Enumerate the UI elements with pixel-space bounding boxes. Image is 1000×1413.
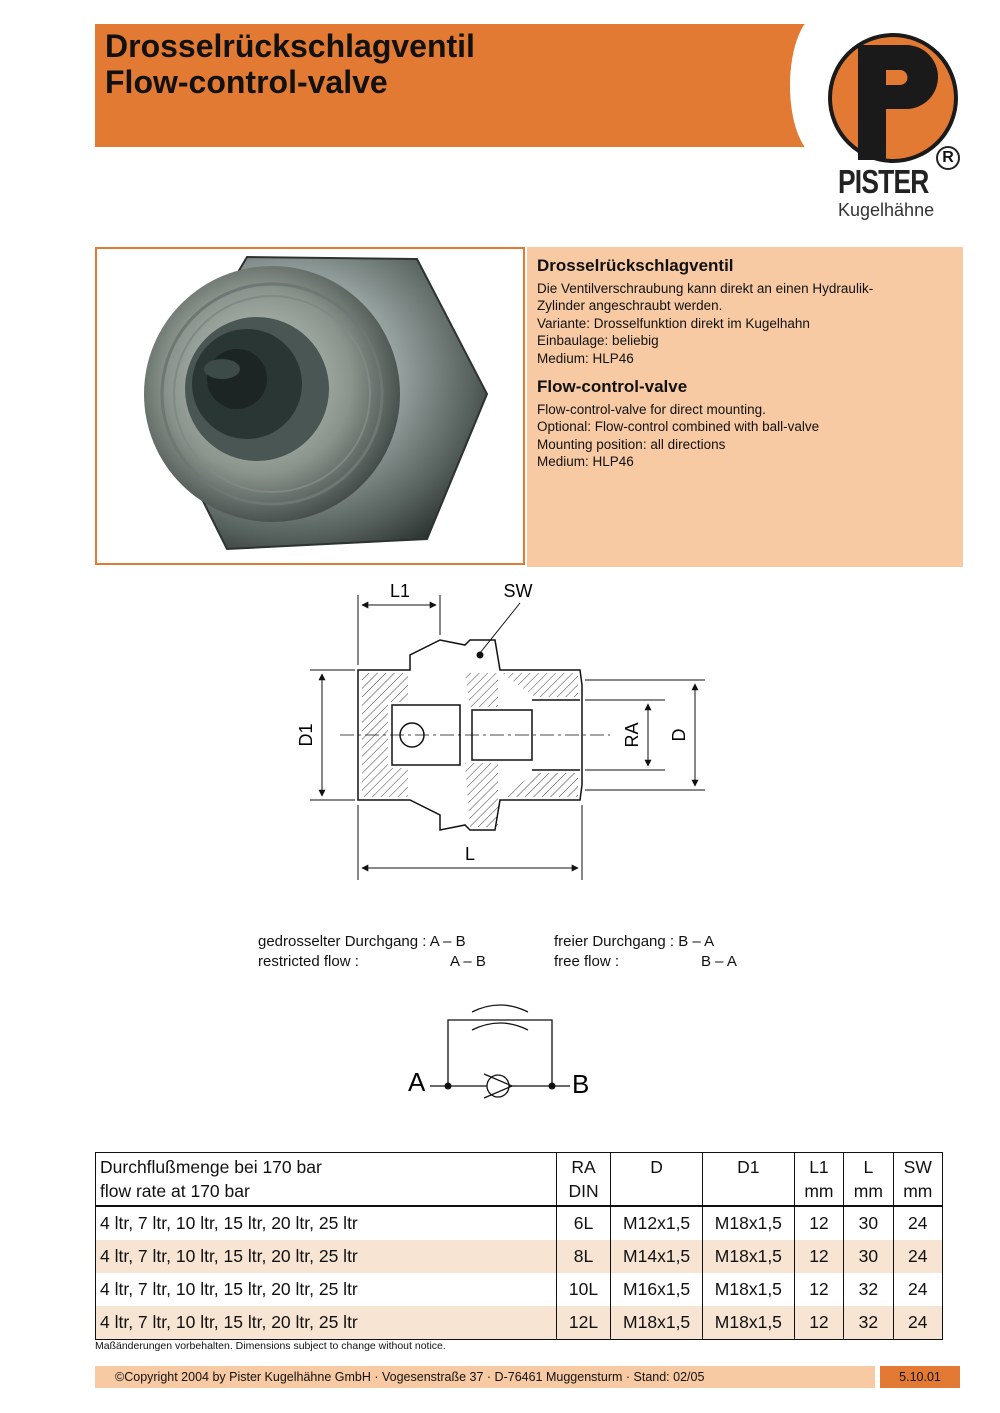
cell-d: M18x1,5: [610, 1306, 703, 1340]
restricted-flow-de: gedrosselter Durchgang : A – B: [258, 933, 466, 950]
label-sw: SW: [504, 581, 533, 601]
cell-l1: 12: [793, 1273, 845, 1306]
footer-bar: [95, 1366, 875, 1388]
cell-l: 30: [843, 1206, 894, 1240]
cell-l: 30: [843, 1240, 894, 1273]
description-line: Mounting position: all directions: [537, 436, 726, 452]
title-english: Flow-control-valve: [105, 64, 388, 100]
cell-sw: 24: [892, 1206, 944, 1240]
description-english: Flow-control-valve Flow-control-valve fo…: [537, 378, 819, 471]
title-german: Drosselrückschlagventil: [105, 28, 475, 64]
free-flow-de: freier Durchgang : B – A: [554, 933, 715, 950]
restricted-flow-en-label: restricted flow :: [258, 953, 359, 970]
cell-d: M16x1,5: [610, 1273, 703, 1306]
cell-sw: 24: [892, 1273, 944, 1306]
cell-ra: 8L: [555, 1240, 612, 1273]
cell-d: M12x1,5: [610, 1206, 703, 1240]
description-line: Flow-control-valve for direct mounting.: [537, 401, 766, 417]
description-german: Drosselrückschlagventil Die Ventilversch…: [537, 257, 873, 367]
label-l1: L1: [390, 581, 410, 601]
header-d1: D1: [701, 1152, 795, 1207]
label-d: D: [669, 729, 689, 742]
description-line: Zylinder angeschraubt werden.: [537, 298, 723, 313]
label-ra: RA: [622, 722, 642, 747]
description-line: Variante: Drosselfunktion direkt im Kuge…: [537, 315, 810, 331]
registered-mark: R: [936, 146, 960, 170]
cell-l1: 12: [793, 1306, 845, 1340]
footer-page-code: 5.10.01: [880, 1366, 960, 1388]
header-bar: [95, 24, 815, 147]
cell-l: 32: [843, 1273, 894, 1306]
table-row: 4 ltr, 7 ltr, 10 ltr, 15 ltr, 20 ltr, 25…: [95, 1206, 944, 1240]
port-b-label: B: [572, 1069, 589, 1099]
header-d: D: [610, 1152, 703, 1207]
description-panel: Drosselrückschlagventil Die Ventilversch…: [527, 247, 963, 567]
cell-l1: 12: [793, 1206, 845, 1240]
description-heading-german: Drosselrückschlagventil: [537, 256, 734, 275]
cell-d: M14x1,5: [610, 1240, 703, 1273]
table-row: 4 ltr, 7 ltr, 10 ltr, 15 ltr, 20 ltr, 25…: [95, 1273, 944, 1306]
pister-logo-icon: [828, 33, 958, 163]
product-photo: [95, 247, 525, 565]
free-flow-en-value: B – A: [701, 953, 737, 970]
description-heading-english: Flow-control-valve: [537, 377, 688, 396]
brand-subtitle: Kugelhähne: [838, 200, 935, 220]
description-line: Medium: HLP46: [537, 350, 634, 366]
brand-name: PISTER: [838, 163, 929, 200]
cell-l: 32: [843, 1306, 894, 1340]
label-l: L: [465, 844, 475, 864]
page-title: Drosselrückschlagventil Flow-control-val…: [105, 28, 475, 100]
cell-flow: 4 ltr, 7 ltr, 10 ltr, 15 ltr, 20 ltr, 25…: [95, 1240, 557, 1273]
table-row: 4 ltr, 7 ltr, 10 ltr, 15 ltr, 20 ltr, 25…: [95, 1306, 944, 1340]
cell-ra: 12L: [555, 1306, 612, 1340]
valve-photo-image: [144, 255, 489, 551]
restricted-flow-en-value: A – B: [450, 953, 486, 970]
cell-flow: 4 ltr, 7 ltr, 10 ltr, 15 ltr, 20 ltr, 25…: [95, 1206, 557, 1240]
cell-ra: 10L: [555, 1273, 612, 1306]
description-line: Einbaulage: beliebig: [537, 333, 659, 348]
cell-d1: M18x1,5: [701, 1306, 795, 1340]
port-a-label: A: [408, 1067, 426, 1097]
cell-d1: M18x1,5: [701, 1273, 795, 1306]
description-line: Optional: Flow-control combined with bal…: [537, 419, 820, 434]
technical-drawing: L1 SW L D1 RA D: [296, 581, 705, 880]
free-flow-en-label: free flow :: [554, 953, 620, 970]
cell-sw: 24: [892, 1306, 944, 1340]
cell-l1: 12: [793, 1240, 845, 1273]
footer-copyright: ©Copyright 2004 by Pister Kugelhähne Gmb…: [115, 1370, 705, 1384]
disclaimer-note: Maßänderungen vorbehalten. Dimensions su…: [95, 1340, 446, 1352]
cell-ra: 6L: [555, 1206, 612, 1240]
cell-d1: M18x1,5: [701, 1206, 795, 1240]
cell-flow: 4 ltr, 7 ltr, 10 ltr, 15 ltr, 20 ltr, 25…: [95, 1306, 557, 1340]
label-d1: D1: [296, 723, 316, 746]
cell-d1: M18x1,5: [701, 1240, 795, 1273]
hydraulic-symbol-icon: A B: [408, 1004, 589, 1099]
description-line: Die Ventilverschraubung kann direkt an e…: [537, 280, 874, 296]
description-line: Medium: HLP46: [537, 454, 634, 469]
cell-flow: 4 ltr, 7 ltr, 10 ltr, 15 ltr, 20 ltr, 25…: [95, 1273, 557, 1306]
table-row: 4 ltr, 7 ltr, 10 ltr, 15 ltr, 20 ltr, 25…: [95, 1240, 944, 1273]
cell-sw: 24: [892, 1240, 944, 1273]
